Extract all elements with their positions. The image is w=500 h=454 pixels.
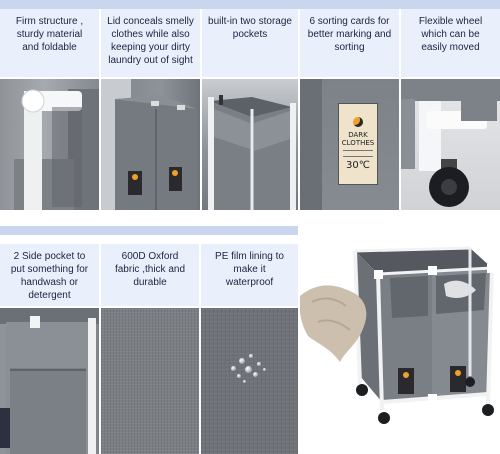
caption-oxford-fabric: 600D Oxford fabric ,thick and durable xyxy=(101,244,199,306)
water-droplet xyxy=(253,372,258,377)
caption-lid: Lid conceals smelly clothes while also k… xyxy=(101,9,200,77)
water-droplet xyxy=(263,368,266,371)
image-side-pocket xyxy=(0,308,99,454)
water-droplet xyxy=(231,366,236,371)
image-pe-lining xyxy=(201,308,298,454)
top-accent-band xyxy=(0,0,500,9)
image-firm-structure xyxy=(0,79,99,210)
image-product-hero xyxy=(300,226,500,454)
lid-hamper-illustration xyxy=(101,79,197,210)
two-pockets-illustration xyxy=(208,95,296,210)
image-oxford-fabric xyxy=(101,308,199,454)
water-droplet xyxy=(237,374,241,378)
caster-wheel-illustration xyxy=(401,79,500,207)
side-pocket-illustration xyxy=(0,308,99,454)
moon-icon xyxy=(353,117,363,127)
caption-sorting-cards: 6 sorting cards for better marking and s… xyxy=(300,9,399,77)
laundry-hamper-illustration xyxy=(300,246,496,424)
card-fine-print xyxy=(343,150,373,157)
caption-side-pocket: 2 Side pocket to put something for handw… xyxy=(0,244,99,306)
caption-storage-pockets: built-in two storage pockets xyxy=(202,9,298,77)
water-droplet xyxy=(249,354,253,358)
card-line-2: CLOTHES xyxy=(341,139,375,147)
water-droplet xyxy=(239,358,245,364)
sorting-card: DARK CLOTHES 30℃ xyxy=(338,103,378,185)
image-lid xyxy=(101,79,200,210)
water-droplet xyxy=(243,380,246,383)
caption-pe-lining: PE film lining to make it waterproof xyxy=(201,244,298,306)
water-droplet xyxy=(257,362,261,366)
mid-accent-band xyxy=(0,226,298,235)
image-storage-pockets xyxy=(202,79,298,210)
caption-flexible-wheel: Flexible wheel which can be easily moved xyxy=(401,9,500,77)
image-sorting-card: DARK CLOTHES 30℃ xyxy=(300,79,399,210)
fabric-edge xyxy=(300,79,322,210)
image-wheel xyxy=(401,79,500,210)
caption-firm-structure: Firm structure , sturdy material and fol… xyxy=(0,9,99,77)
card-line-1: DARK xyxy=(348,131,368,139)
water-droplet xyxy=(245,366,252,373)
card-temperature: 30℃ xyxy=(346,160,370,171)
frame-joint-illustration xyxy=(14,89,99,210)
